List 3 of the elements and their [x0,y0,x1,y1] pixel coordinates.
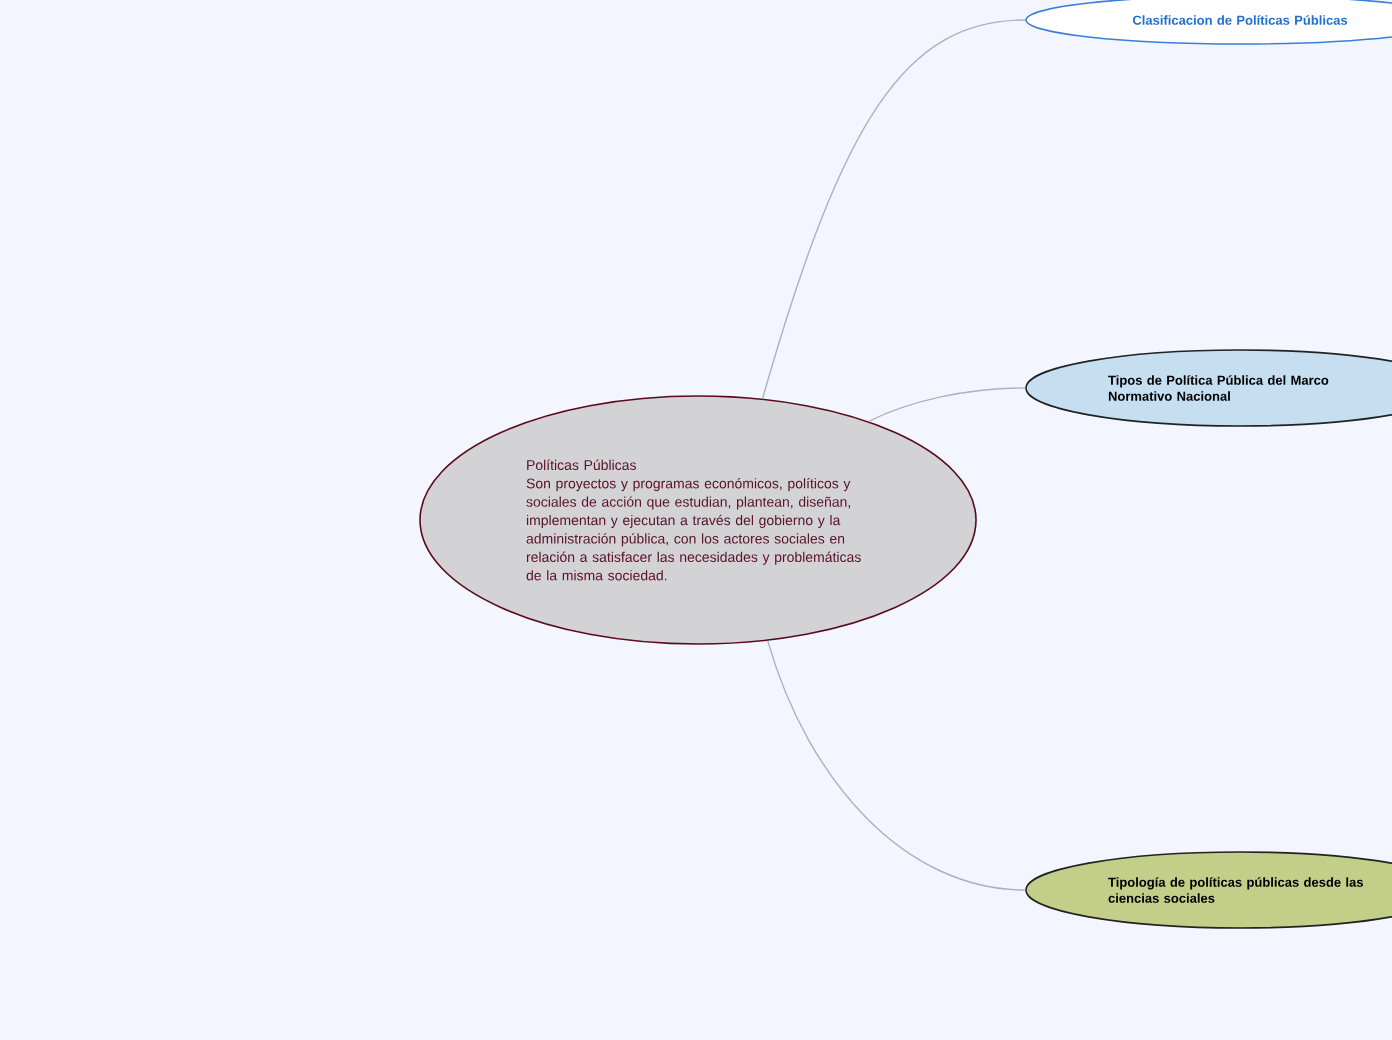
connector-curve [767,640,1026,891]
connector-curve [868,387,1026,423]
connector-curve [761,19,1026,400]
